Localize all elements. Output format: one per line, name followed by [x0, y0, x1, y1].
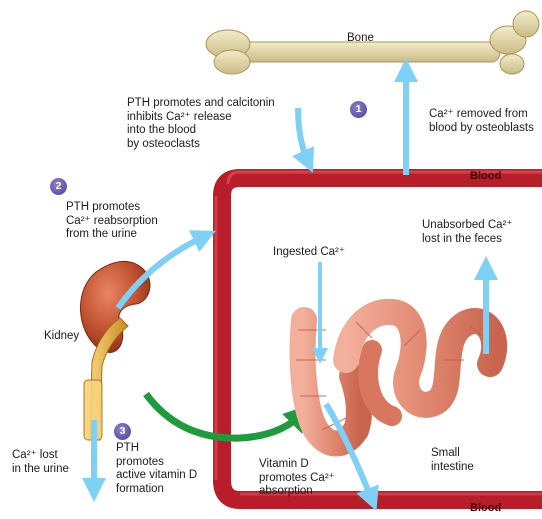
kidney-illustration	[80, 261, 150, 440]
pth-reabsorption-label: PTH promotes Ca²⁺ reabsorption from the …	[66, 201, 158, 242]
small-intestine-illustration	[296, 312, 494, 444]
step-badge-3: 3	[114, 423, 131, 440]
ingested-ca-label: Ingested Ca²⁺	[273, 246, 345, 260]
step-badge-1: 1	[350, 101, 367, 118]
pth-calcitonin-label: PTH promotes and calcitonin inhibits Ca²…	[127, 97, 275, 151]
blood-label-bottom: Blood	[470, 502, 501, 514]
step-badge-2: 2	[50, 178, 67, 195]
pth-vitamin-d-label: PTH promotes active vitamin D formation	[116, 442, 197, 496]
ca-removed-label: Ca²⁺ removed from blood by osteoblasts	[429, 108, 534, 135]
bone-to-blood-arrow	[298, 108, 308, 162]
kidney-label: Kidney	[44, 330, 79, 344]
blood-label-top: Blood	[470, 170, 501, 182]
bone-label: Bone	[347, 32, 374, 46]
unabsorbed-ca-label: Unabsorbed Ca²⁺ lost in the feces	[422, 219, 512, 246]
small-intestine-label: Small intestine	[431, 447, 474, 474]
vitamin-d-absorption-label: Vitamin D promotes Ca²⁺ absorption	[259, 458, 335, 499]
ca-lost-urine-label: Ca²⁺ lost in the urine	[12, 449, 69, 476]
